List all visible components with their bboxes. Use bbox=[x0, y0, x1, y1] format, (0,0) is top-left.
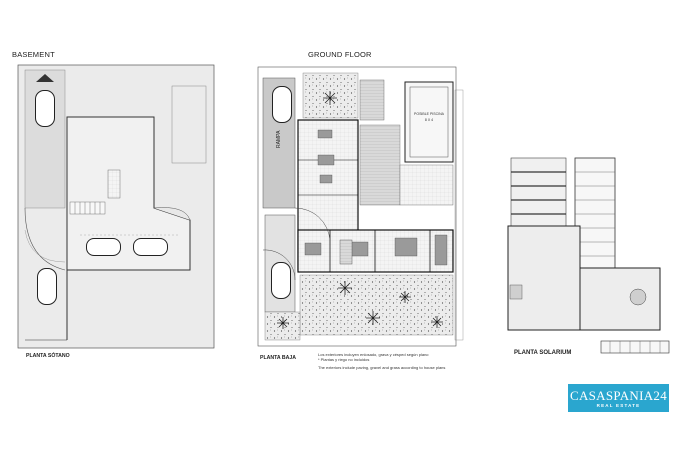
logo-name: CASASPANIA24 bbox=[569, 388, 668, 403]
pool-size: 8 X 4 bbox=[424, 118, 434, 122]
solarium-caption: PLANTA SOLARIUM bbox=[514, 350, 572, 356]
car-icon bbox=[37, 268, 57, 305]
ground-floor-caption: PLANTA BAJA bbox=[260, 355, 297, 361]
car-icon bbox=[272, 86, 292, 123]
basement-caption: PLANTA SÓTANO bbox=[26, 353, 70, 359]
ground-floor-heading: GROUND FLOOR bbox=[308, 50, 372, 59]
car-icon bbox=[271, 262, 291, 299]
solarium-plan bbox=[507, 157, 670, 354]
basement-heading: BASEMENT bbox=[12, 50, 55, 59]
ramp-label: RAMPA bbox=[276, 130, 282, 148]
plants-note-es: * Plantas y riego no incluidos bbox=[318, 357, 370, 362]
exteriors-note-es: Los exteriores incluyen enlosado, grava … bbox=[318, 352, 429, 357]
car-icon bbox=[86, 238, 121, 256]
exteriors-note-en: The exteriors include paving, gravel and… bbox=[318, 365, 446, 370]
casaspania24-logo: CASASPANIA24 REAL ESTATE bbox=[568, 384, 669, 412]
logo-tagline: REAL ESTATE bbox=[596, 403, 641, 408]
car-icon bbox=[35, 90, 55, 127]
car-icon bbox=[133, 238, 168, 256]
pool-label: POSIBLE PISCINA bbox=[414, 112, 444, 116]
